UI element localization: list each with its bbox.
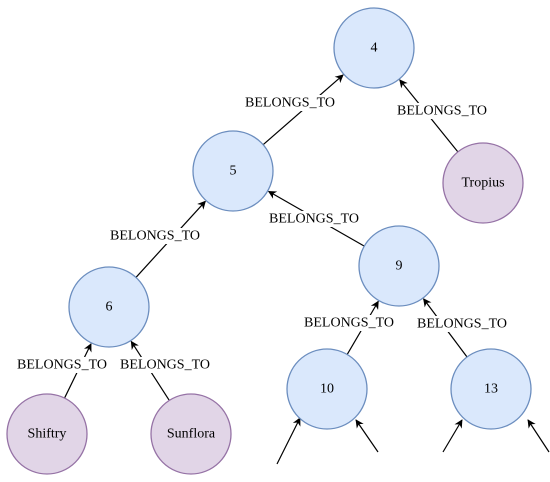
edge-label-background	[15, 357, 109, 373]
node-circle[interactable]	[150, 393, 232, 475]
node-n10[interactable]: 10	[286, 348, 368, 430]
edge-label: BELONGS_TO	[243, 95, 337, 111]
edge-external-to-n10	[276, 417, 301, 465]
node-circle[interactable]	[450, 348, 532, 430]
node-circle[interactable]	[286, 348, 368, 430]
node-circle[interactable]	[442, 142, 524, 224]
edge-label-text: BELONGS_TO	[269, 212, 359, 227]
edge-label-background	[302, 315, 396, 331]
node-n9[interactable]: 9	[358, 225, 440, 307]
node-n13[interactable]: 13	[450, 348, 532, 430]
node-circle[interactable]	[68, 266, 150, 348]
edge-label-text: BELONGS_TO	[304, 316, 394, 331]
edge-label-text: BELONGS_TO	[417, 317, 507, 332]
node-label: 4	[371, 41, 378, 56]
node-circle[interactable]	[333, 7, 415, 89]
edge-line	[355, 419, 379, 453]
edge-line	[442, 419, 463, 453]
edge-label-background	[267, 211, 361, 227]
edge-label-text: BELONGS_TO	[120, 358, 210, 373]
edge-label-background	[395, 103, 489, 119]
edge-external-to-n13	[442, 419, 463, 453]
edge-label: BELONGS_TO	[415, 316, 509, 332]
edge-external-to-n13	[527, 419, 550, 453]
node-circle[interactable]	[358, 225, 440, 307]
edge-label: BELONGS_TO	[302, 315, 396, 331]
node-circle[interactable]	[192, 130, 274, 212]
node-sunflora[interactable]: Sunflora	[150, 393, 232, 475]
node-label: 9	[396, 259, 403, 274]
edge-label-background	[243, 95, 337, 111]
edge-label: BELONGS_TO	[395, 103, 489, 119]
node-tropius[interactable]: Tropius	[442, 142, 524, 224]
edge-label: BELONGS_TO	[267, 211, 361, 227]
edge-label-background	[415, 316, 509, 332]
node-n4[interactable]: 4	[333, 7, 415, 89]
edge-label: BELONGS_TO	[15, 357, 109, 373]
edge-label-background	[108, 228, 202, 244]
edge-external-to-n10	[355, 419, 379, 453]
node-label: 10	[320, 382, 334, 397]
node-circle[interactable]	[6, 393, 88, 475]
node-label: Shiftry	[28, 427, 67, 442]
node-shiftry[interactable]: Shiftry	[6, 393, 88, 475]
edge-label-text: BELONGS_TO	[245, 96, 335, 111]
node-label: 6	[106, 300, 113, 315]
edge-line	[276, 417, 301, 465]
edge-labels-layer: BELONGS_TO BELONGS_TO BELONGS_TO BELONGS_TO…	[15, 95, 509, 373]
edge-label-background	[118, 357, 212, 373]
edge-label-text: BELONGS_TO	[397, 104, 487, 119]
node-label: Tropius	[461, 176, 504, 191]
node-n6[interactable]: 6	[68, 266, 150, 348]
edge-label: BELONGS_TO	[118, 357, 212, 373]
edge-label-text: BELONGS_TO	[110, 229, 200, 244]
edge-label-text: BELONGS_TO	[17, 358, 107, 373]
node-label: 5	[230, 164, 237, 179]
node-n5[interactable]: 5	[192, 130, 274, 212]
edge-label: BELONGS_TO	[108, 228, 202, 244]
edge-line	[527, 419, 550, 453]
node-label: Sunflora	[167, 427, 216, 442]
node-label: 13	[484, 382, 498, 397]
